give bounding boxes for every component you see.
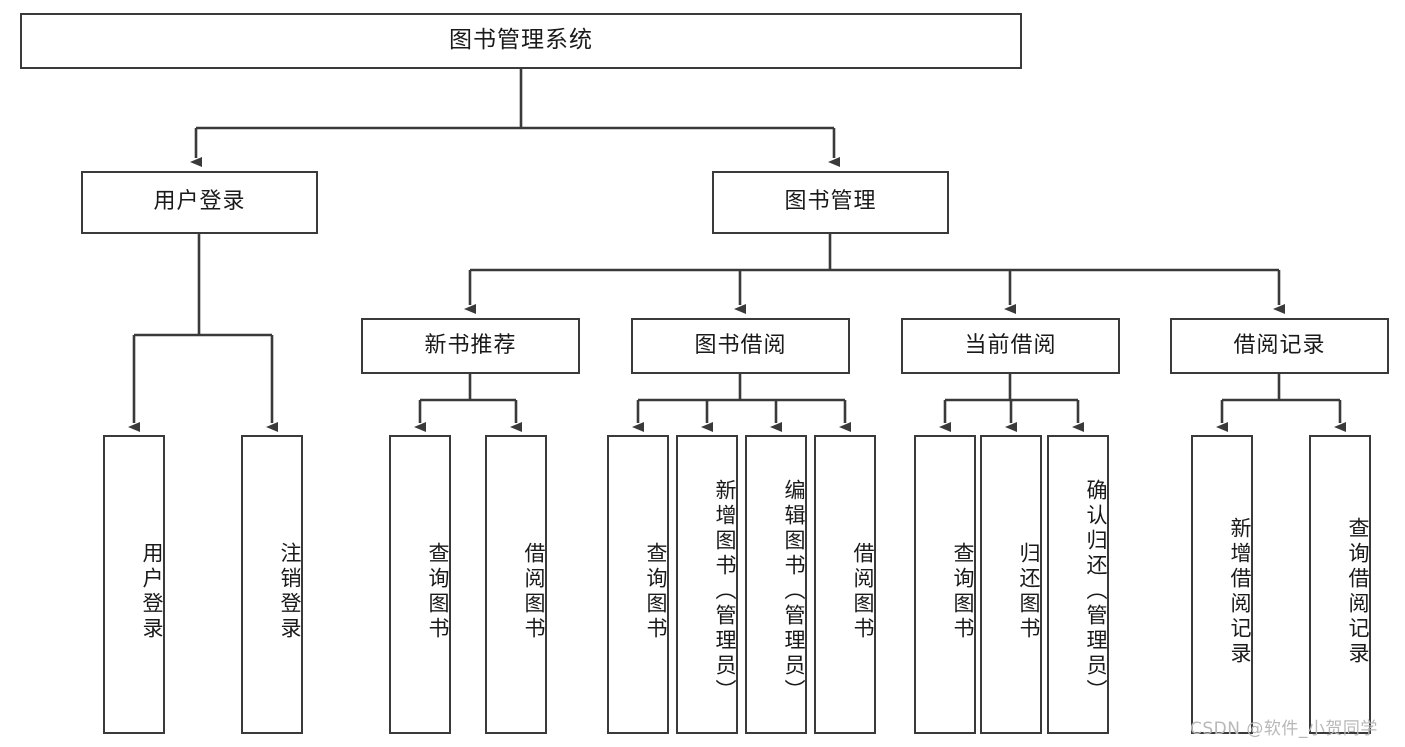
leaf-user-login[interactable]: 用户登录 [103,435,165,734]
node-book-management[interactable]: 图书管理 [712,171,949,234]
node-label: 新增借阅记录 [1228,516,1252,667]
node-user-login[interactable]: 用户登录 [81,171,318,234]
node-label: 用户登录 [140,541,164,642]
node-label: 编辑图书（管理员） [782,479,806,704]
leaf-query-book-current[interactable]: 查询图书 [914,435,976,734]
leaf-confirm-return-admin[interactable]: 确认归还（管理员） [1047,435,1109,734]
node-label: 当前借阅 [964,332,1057,358]
node-borrow-record[interactable]: 借阅记录 [1170,318,1389,374]
node-label: 图书借阅 [694,332,787,358]
node-label: 查询图书 [644,541,668,642]
leaf-query-book-borrow[interactable]: 查询图书 [607,435,669,734]
node-label: 注销登录 [278,541,302,642]
node-new-book-recommend[interactable]: 新书推荐 [361,318,580,374]
node-label: 查询借阅记录 [1346,516,1370,667]
node-label: 查询图书 [951,541,975,642]
node-label: 用户登录 [153,189,246,215]
node-label: 新增图书（管理员） [713,479,737,704]
node-label: 确认归还（管理员） [1084,479,1108,704]
leaf-logout[interactable]: 注销登录 [241,435,303,734]
node-label: 借阅图书 [851,541,875,642]
node-label: 归还图书 [1017,541,1041,642]
leaf-edit-book-admin[interactable]: 编辑图书（管理员） [745,435,807,734]
leaf-add-borrow-record[interactable]: 新增借阅记录 [1191,435,1253,734]
leaf-return-book[interactable]: 归还图书 [980,435,1042,734]
node-label: 借阅图书 [522,541,546,642]
node-label: 图书管理 [784,189,877,215]
node-label: 新书推荐 [424,332,517,358]
node-current-borrow[interactable]: 当前借阅 [901,318,1120,374]
leaf-borrow-book[interactable]: 借阅图书 [814,435,876,734]
node-root-book-management-system[interactable]: 图书管理系统 [20,13,1022,69]
node-label: 借阅记录 [1233,332,1326,358]
leaf-borrow-book-recommend[interactable]: 借阅图书 [485,435,547,734]
leaf-query-book-recommend[interactable]: 查询图书 [389,435,451,734]
node-book-borrow[interactable]: 图书借阅 [631,318,850,374]
leaf-query-borrow-record[interactable]: 查询借阅记录 [1309,435,1371,734]
node-label: 图书管理系统 [449,27,593,54]
node-label: 查询图书 [426,541,450,642]
leaf-add-book-admin[interactable]: 新增图书（管理员） [676,435,738,734]
